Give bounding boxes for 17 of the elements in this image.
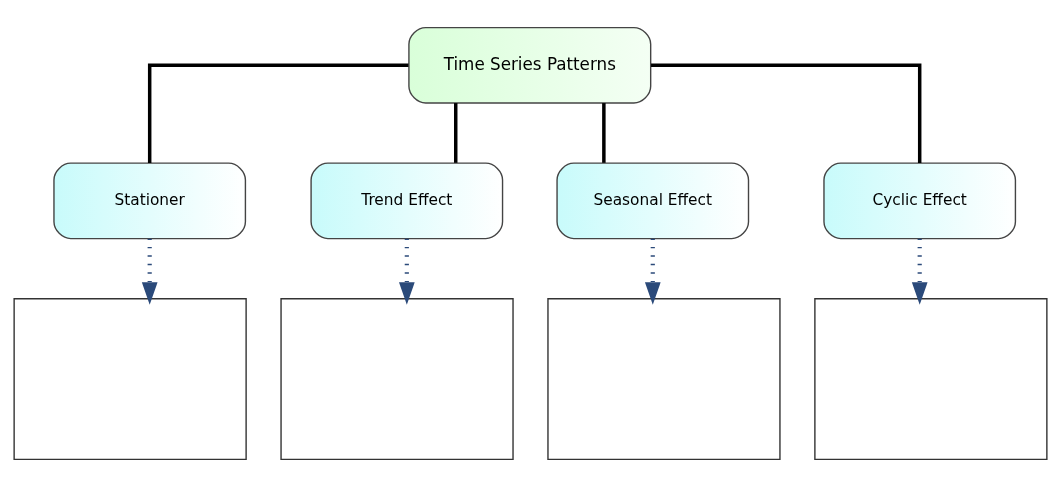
connector <box>651 63 922 163</box>
connector <box>602 102 606 163</box>
arrow <box>911 238 928 305</box>
node-box: Seasonal Effect <box>556 161 750 239</box>
node-box: Time Series Patterns <box>408 26 652 104</box>
arrow <box>398 238 415 305</box>
node-box <box>547 297 781 460</box>
connector <box>147 63 409 163</box>
node-box <box>13 297 247 460</box>
arrow <box>644 238 661 305</box>
node-box <box>280 297 514 460</box>
node-box: Cyclic Effect <box>823 161 1017 239</box>
node-box <box>814 297 1048 460</box>
node-box: Trend Effect <box>310 161 504 239</box>
node-box: Stationer <box>53 161 247 239</box>
arrow <box>141 238 158 305</box>
connector <box>454 102 458 163</box>
